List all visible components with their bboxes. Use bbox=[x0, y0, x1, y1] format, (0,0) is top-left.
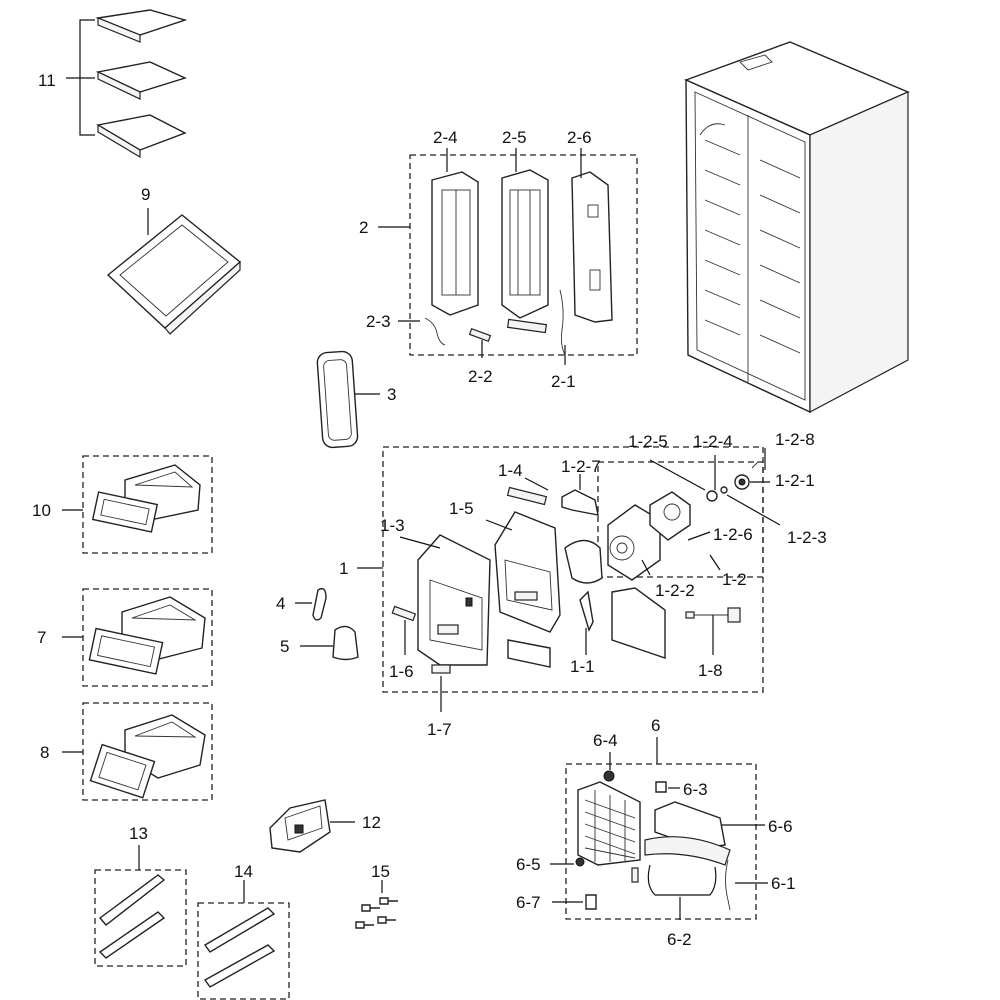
label-6-5: 6-5 bbox=[516, 855, 541, 874]
part-fan-shroud bbox=[564, 539, 603, 584]
label-2: 2 bbox=[359, 218, 368, 237]
group-13-box bbox=[94, 869, 187, 967]
label-1-5: 1-5 bbox=[449, 499, 474, 518]
label-12: 12 bbox=[362, 813, 381, 832]
label-6-7: 6-7 bbox=[516, 893, 541, 912]
label-2-1: 2-1 bbox=[551, 372, 576, 391]
part-2-5-plate bbox=[506, 318, 548, 334]
part-5-cap bbox=[332, 625, 359, 661]
label-7: 7 bbox=[37, 628, 46, 647]
part-6-1-wire bbox=[725, 859, 731, 911]
part-evaporator-coil bbox=[577, 781, 641, 866]
label-1-2-7: 1-2-7 bbox=[561, 457, 601, 476]
label-1-3: 1-3 bbox=[380, 516, 405, 535]
part-1-7-strip bbox=[431, 664, 451, 674]
part-10-drawer bbox=[91, 464, 201, 533]
label-2-6: 2-6 bbox=[567, 128, 592, 147]
part-12-icemaker bbox=[269, 799, 331, 853]
part-lower-panel bbox=[507, 639, 551, 668]
part-6-4-fitting bbox=[603, 770, 615, 782]
label-1-7: 1-7 bbox=[427, 720, 452, 739]
group-1-2-box bbox=[597, 461, 764, 578]
part-2-1-wire bbox=[559, 289, 566, 356]
part-15-screws bbox=[355, 897, 398, 929]
part-1-4-strip bbox=[506, 486, 548, 506]
part-2-6-cover bbox=[571, 171, 613, 323]
part-14-rails bbox=[203, 907, 276, 988]
label-6-6: 6-6 bbox=[768, 817, 793, 836]
label-14: 14 bbox=[234, 862, 253, 881]
label-1-2-6: 1-2-6 bbox=[713, 525, 753, 544]
label-6-1: 6-1 bbox=[771, 874, 796, 893]
part-1-2-2-fan bbox=[607, 491, 691, 581]
label-2-2: 2-2 bbox=[468, 367, 493, 386]
label-1-2-8: 1-2-8 bbox=[775, 430, 815, 449]
group-2-box bbox=[409, 154, 638, 356]
part-7-drawer bbox=[88, 596, 206, 675]
label-6-3: 6-3 bbox=[683, 780, 708, 799]
part-1-2-1-motor bbox=[734, 474, 750, 490]
part-1-8-harness bbox=[685, 607, 741, 623]
part-2-5-duct bbox=[501, 169, 549, 319]
label-1-4: 1-4 bbox=[498, 461, 523, 480]
label-1-2-5: 1-2-5 bbox=[628, 432, 668, 451]
part-2-3-wire bbox=[424, 317, 446, 346]
label-6-2: 6-2 bbox=[667, 930, 692, 949]
label-1-2-3: 1-2-3 bbox=[787, 528, 827, 547]
label-4: 4 bbox=[276, 594, 285, 613]
part-1-3-cover bbox=[417, 534, 491, 666]
label-1-2-1: 1-2-1 bbox=[775, 471, 815, 490]
label-2-3: 2-3 bbox=[366, 312, 391, 331]
label-15: 15 bbox=[371, 862, 390, 881]
part-6-3-clip bbox=[655, 781, 667, 793]
part-1-2-6-ring bbox=[720, 486, 728, 494]
label-1-2: 1-2 bbox=[722, 570, 747, 589]
part-3-gasket bbox=[316, 350, 359, 449]
part-6-7-bracket bbox=[585, 894, 597, 910]
label-1-6: 1-6 bbox=[389, 662, 414, 681]
part-6-2-heater bbox=[647, 864, 717, 896]
part-8-drawer bbox=[89, 714, 206, 799]
group-14-box bbox=[197, 902, 290, 1000]
part-4-clip bbox=[312, 587, 327, 621]
label-2-5: 2-5 bbox=[502, 128, 527, 147]
group-10-box bbox=[82, 455, 213, 554]
part-1-2-8-screw bbox=[751, 461, 759, 469]
part-1-2-4-bushing bbox=[706, 490, 718, 502]
label-1: 1 bbox=[339, 559, 348, 578]
refrigerator-cabinet bbox=[684, 41, 910, 414]
label-1-8: 1-8 bbox=[698, 661, 723, 680]
label-6: 6 bbox=[651, 716, 660, 735]
part-1-5-cover bbox=[494, 511, 561, 633]
label-2-4: 2-4 bbox=[433, 128, 458, 147]
part-11-shelves bbox=[66, 9, 188, 159]
part-2-4-duct bbox=[431, 171, 479, 316]
label-10: 10 bbox=[32, 501, 51, 520]
label-5: 5 bbox=[280, 637, 289, 656]
part-small-bracket bbox=[631, 867, 639, 883]
part-9-glass-shelf bbox=[106, 208, 242, 335]
part-drain-pan bbox=[644, 836, 731, 866]
label-1-2-4: 1-2-4 bbox=[693, 432, 733, 451]
part-1-6-strip bbox=[391, 605, 417, 622]
label-6-4: 6-4 bbox=[593, 731, 618, 750]
label-1-2-2: 1-2-2 bbox=[655, 581, 695, 600]
label-11: 11 bbox=[38, 71, 56, 90]
label-8: 8 bbox=[40, 743, 49, 762]
label-9: 9 bbox=[141, 185, 150, 204]
part-1-1-sensor bbox=[579, 590, 594, 632]
part-6-5-fitting bbox=[575, 857, 585, 867]
part-2-2-sensor bbox=[468, 327, 492, 343]
part-1-8-cover bbox=[611, 587, 666, 659]
part-13-rails bbox=[98, 874, 166, 959]
part-1-2-7-bracket bbox=[561, 489, 599, 516]
group-6-box bbox=[565, 763, 757, 920]
label-13: 13 bbox=[129, 824, 148, 843]
label-3: 3 bbox=[387, 385, 396, 404]
label-1-1: 1-1 bbox=[570, 657, 595, 676]
